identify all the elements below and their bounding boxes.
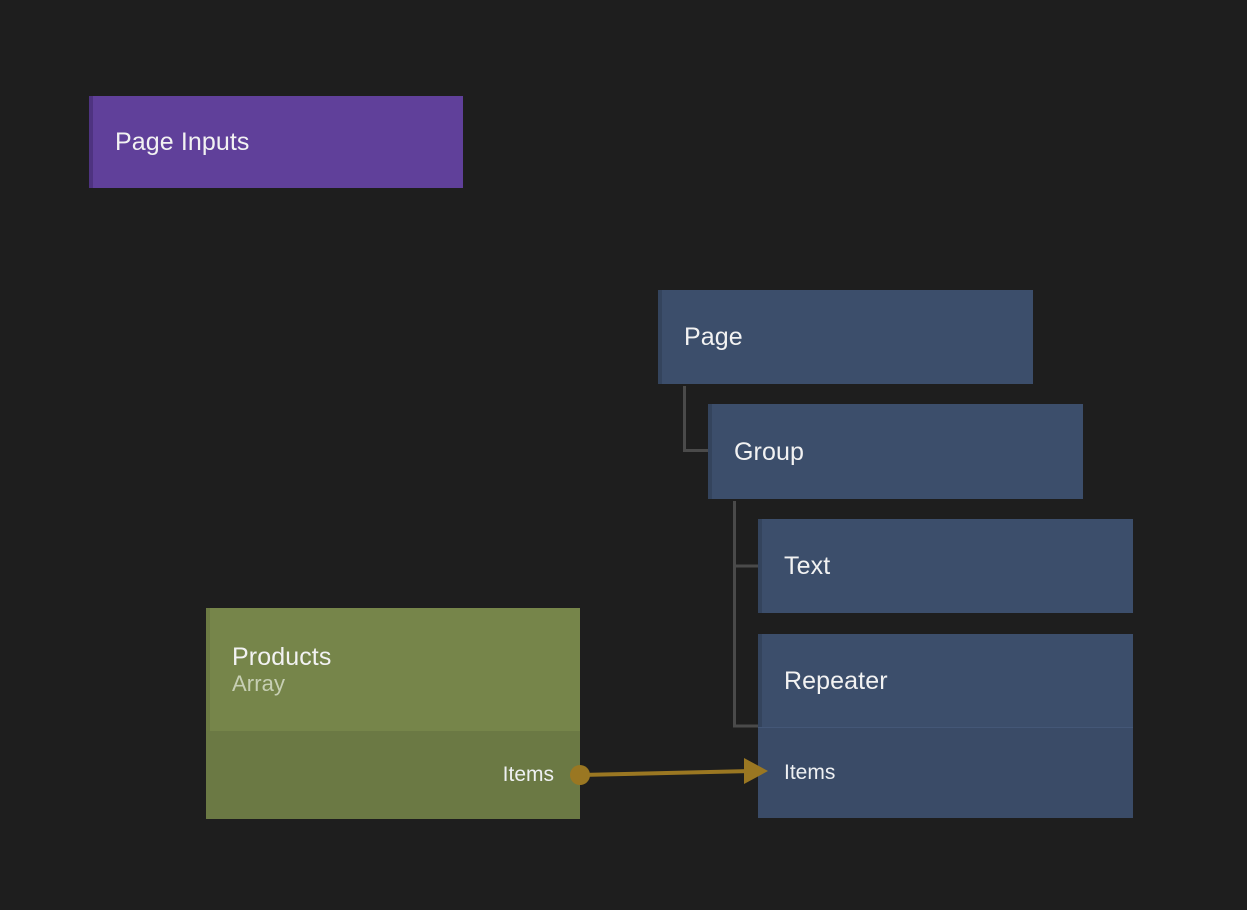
node-header: Group [708,404,1083,499]
node-accent-stripe [658,290,662,384]
node-header: Text [758,519,1133,613]
node-title: Page Inputs [115,128,250,156]
node-header: Page [658,290,1033,384]
node-products[interactable]: Products Array Items [206,608,580,819]
node-repeater[interactable]: Repeater Items [758,634,1133,818]
node-title: Page [684,323,743,351]
node-title: Products [232,642,332,671]
port-label: Items [502,763,554,787]
node-title: Text [784,552,831,580]
slot-label: Items [784,761,836,785]
node-group[interactable]: Group [708,404,1083,499]
wire-line [579,769,753,777]
node-accent-stripe [708,404,712,499]
node-header: Products Array [206,608,580,731]
node-header: Page Inputs [89,96,463,188]
node-header: Repeater [758,634,1133,727]
node-text[interactable]: Text [758,519,1133,613]
node-output-slot-items[interactable]: Items [206,731,580,819]
node-accent-stripe [758,519,762,613]
node-accent-stripe [89,96,93,188]
node-input-slot-items[interactable]: Items [758,727,1133,818]
node-page[interactable]: Page [658,290,1033,384]
node-title: Repeater [784,666,888,695]
node-page-inputs[interactable]: Page Inputs [89,96,463,188]
node-accent-stripe [206,608,210,819]
node-subtype: Array [232,670,286,696]
node-title: Group [734,437,804,466]
node-accent-stripe [758,634,762,818]
